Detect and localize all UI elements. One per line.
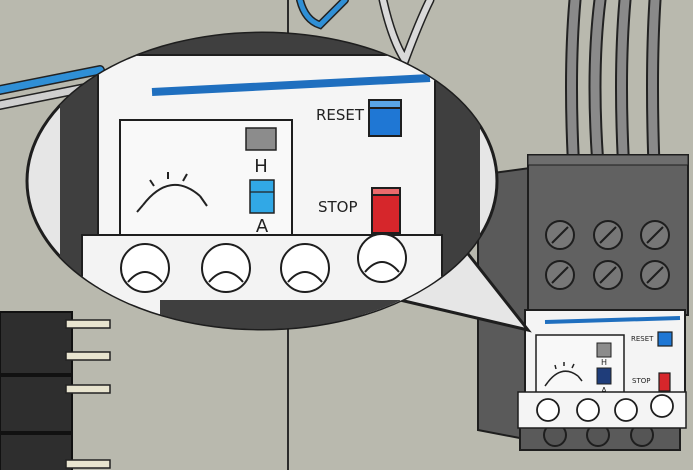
stop-label: STOP [318,198,358,216]
reset-button-small[interactable] [657,331,673,347]
mode-a-label-small: A [601,386,607,395]
mode-switch-h[interactable] [245,127,277,151]
mode-h-label: H [254,156,268,177]
mode-a-label: A [256,216,269,237]
contactor [477,154,689,451]
reset-label-small: RESET [631,335,654,343]
reset-button[interactable] [368,99,402,137]
mode-h-label-small: H [601,358,607,367]
accent-stripe [151,74,431,96]
dial-icon [544,362,583,387]
stop-label-small: STOP [632,377,650,385]
terminal-screws [120,233,407,293]
mode-switch-h-small [596,342,612,358]
dial-icon [136,172,208,213]
zoom-callout: H A RESET STOP [25,31,532,333]
mode-switch-a[interactable] [249,179,275,214]
stop-button[interactable] [371,187,401,234]
stop-button-small[interactable] [658,372,671,392]
mode-switch-a-small [596,367,612,385]
reset-label: RESET [316,106,365,124]
overload-relay: H A RESET STOP [517,309,687,429]
left-terminal-blocks [0,311,111,470]
